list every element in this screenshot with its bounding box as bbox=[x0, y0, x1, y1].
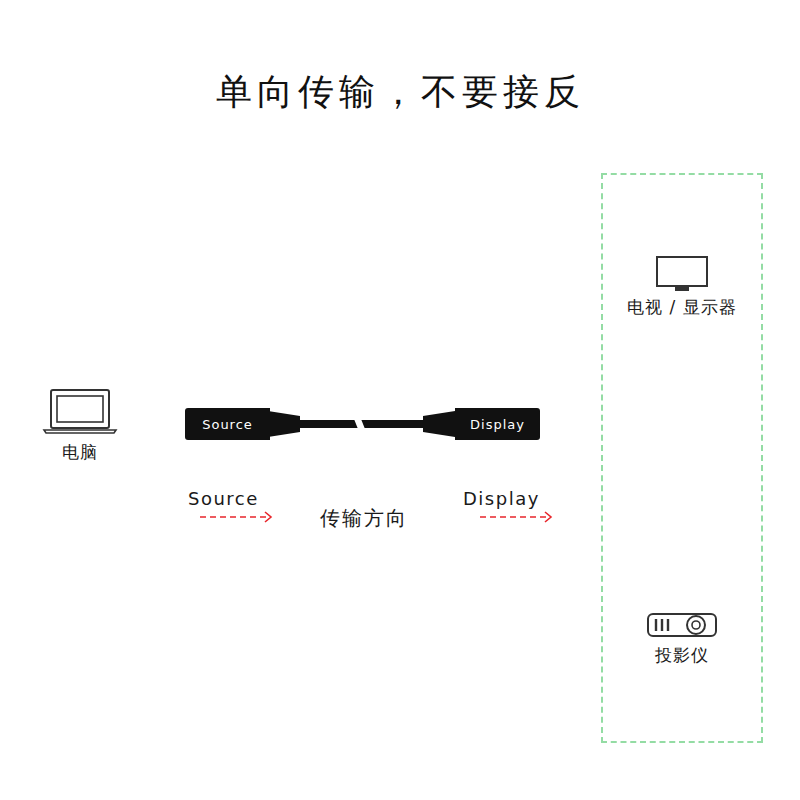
source-plug: Source bbox=[185, 408, 270, 440]
arrow-head bbox=[545, 512, 551, 522]
direction-source-label: Source bbox=[188, 488, 259, 509]
cable-break bbox=[352, 414, 367, 434]
projector-node: 投影仪 bbox=[612, 610, 752, 670]
strain-relief bbox=[423, 411, 455, 437]
dashed-line bbox=[480, 516, 548, 518]
monitor-node: 电视 / 显示器 bbox=[612, 252, 752, 318]
arrow-head bbox=[265, 512, 271, 522]
page-title: 单向传输，不要接反 bbox=[0, 68, 800, 117]
device-label: 投影仪 bbox=[612, 645, 752, 665]
dashed-line bbox=[200, 516, 268, 518]
direction-caption: 传输方向 bbox=[320, 505, 408, 532]
laptop-node: 电脑 bbox=[38, 386, 122, 464]
monitor-icon bbox=[652, 252, 712, 294]
plug-label: Display bbox=[470, 417, 525, 432]
laptop-icon bbox=[42, 386, 118, 436]
plug-label: Source bbox=[202, 417, 253, 432]
device-label: 电视 / 显示器 bbox=[612, 297, 752, 317]
display-device-region: 电视 / 显示器投影仪 bbox=[601, 173, 763, 743]
display-plug: Display bbox=[455, 408, 540, 440]
strain-relief bbox=[268, 411, 300, 437]
projector-icon bbox=[644, 610, 720, 642]
device-label: 电脑 bbox=[38, 442, 122, 462]
direction-display-label: Display bbox=[463, 488, 540, 509]
